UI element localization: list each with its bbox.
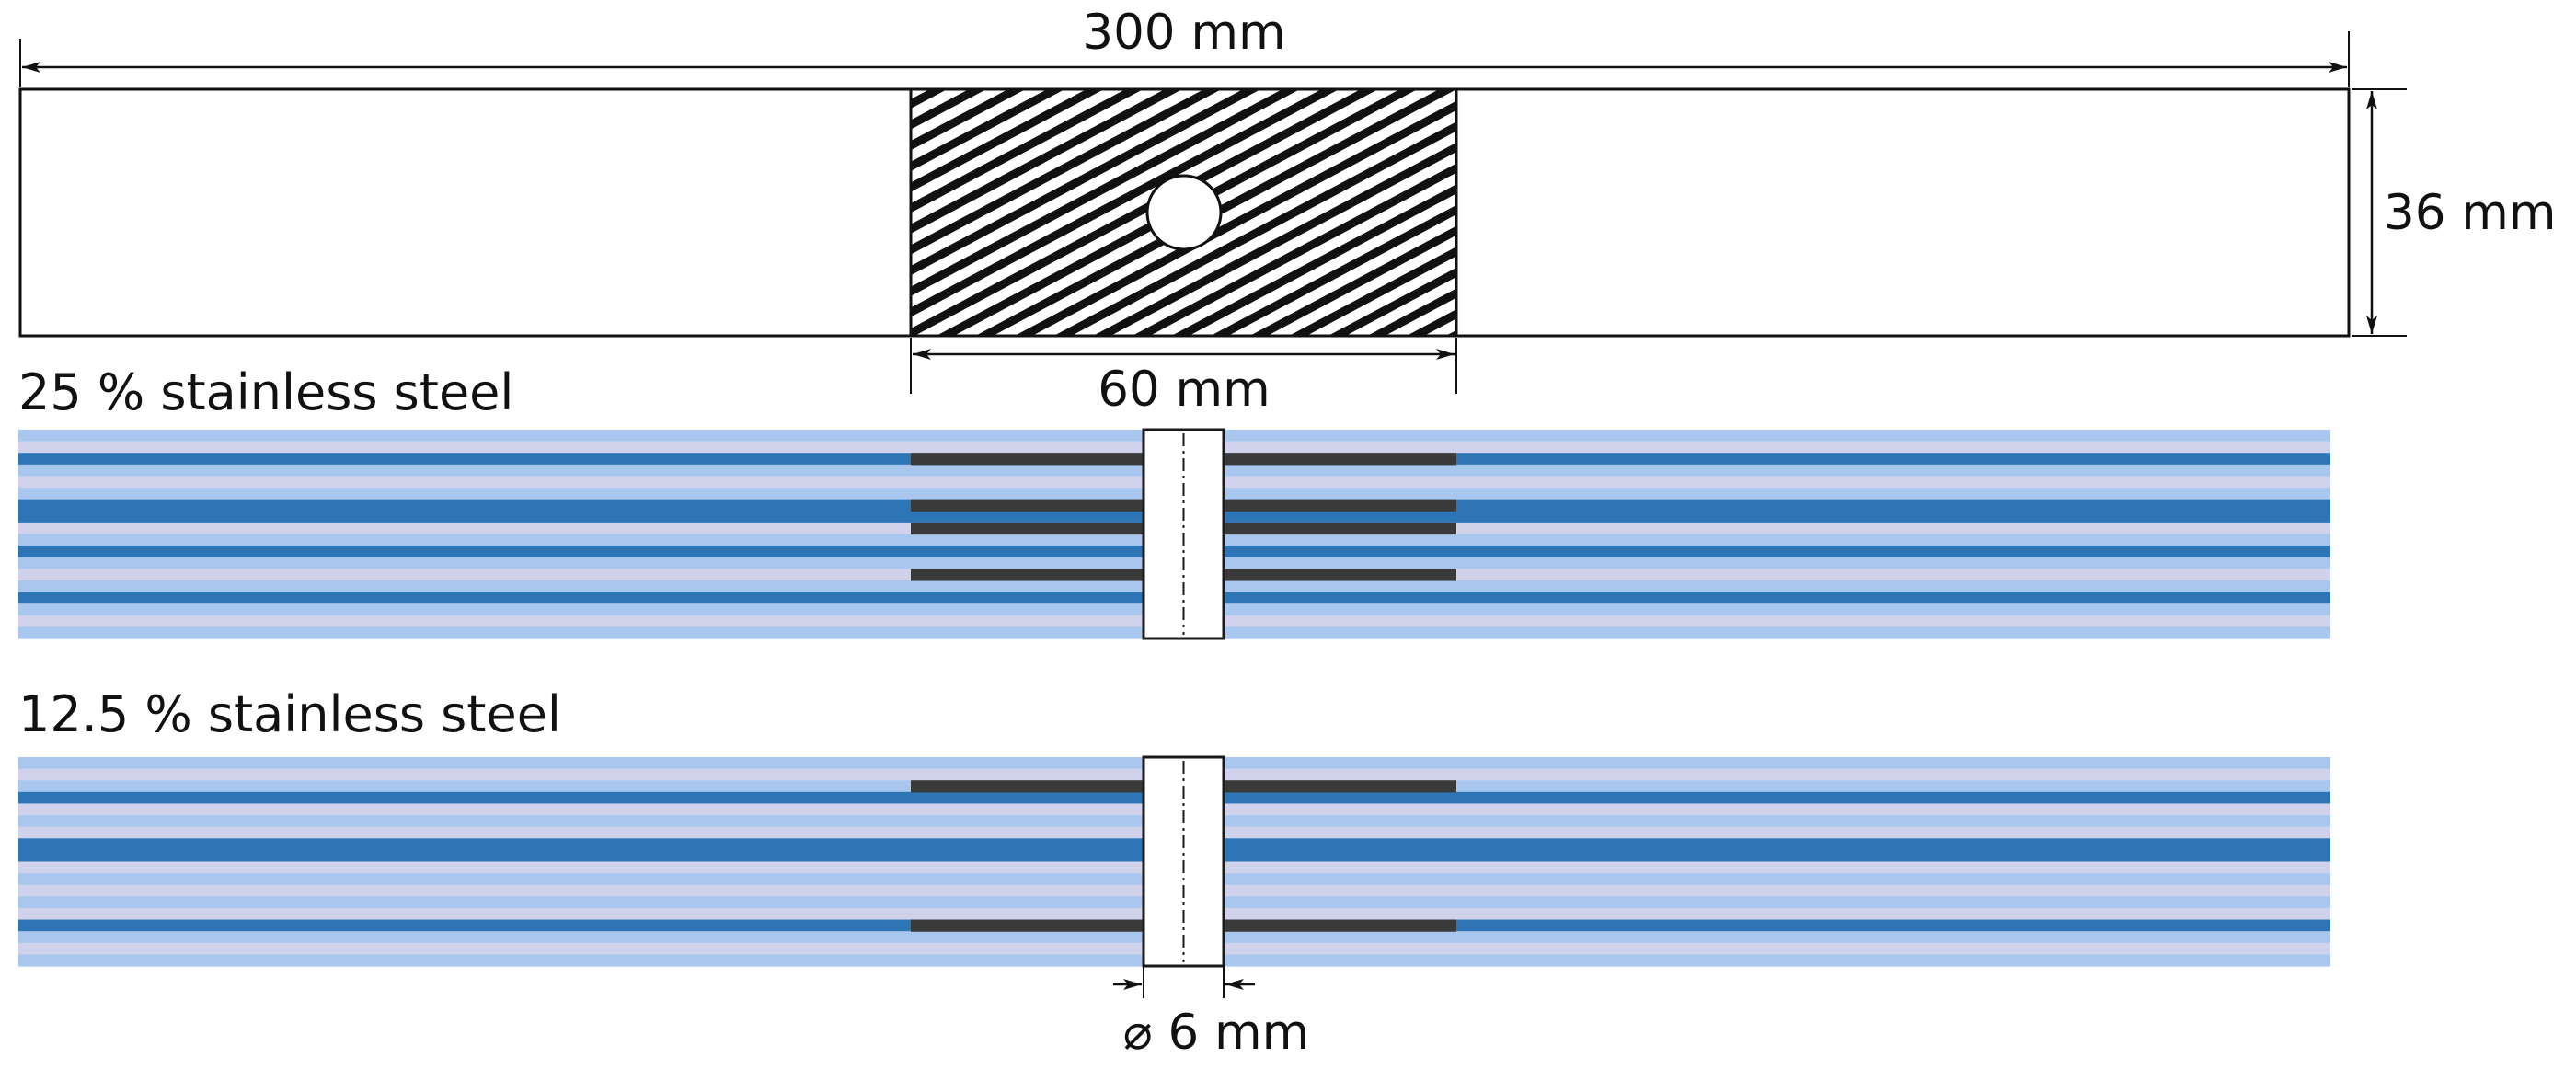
width-label: 36 mm	[2384, 185, 2557, 241]
length-dimension: 300 mm	[19, 5, 2350, 87]
hole-label: ⌀ 6 mm	[1123, 1005, 1310, 1061]
bolt-hole	[1145, 174, 1223, 251]
laminate-label-12-5: 12.5 % stainless steel	[18, 685, 561, 743]
laminate-25-percent	[18, 428, 2330, 640]
laminate-12-5-percent	[18, 755, 2330, 968]
width-dimension: 36 mm	[2352, 88, 2557, 337]
patch-dimension: 60 mm	[910, 338, 1457, 418]
patch-label: 60 mm	[1098, 362, 1271, 418]
length-label: 300 mm	[1082, 5, 1285, 61]
hole-dimension: ⌀ 6 mm	[1113, 965, 1309, 1061]
top-view	[18, 87, 2351, 338]
laminate-label-25: 25 % stainless steel	[18, 363, 513, 421]
